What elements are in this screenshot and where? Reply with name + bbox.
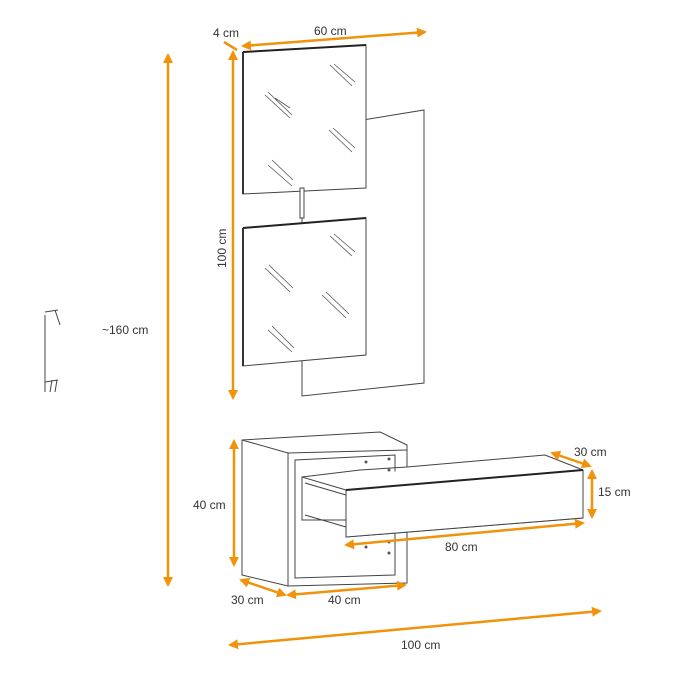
dimension-lines [163,27,602,650]
label-mirror-width: 60 cm [314,24,347,38]
label-drawer-height: 15 cm [598,485,631,499]
side-view-icon [44,309,61,393]
label-total-width: 100 cm [401,638,440,652]
mirror-bottom [242,217,367,367]
label-mirror-depth: 4 cm [213,26,239,40]
label-drawer-depth: 30 cm [574,445,607,459]
mirror-top [242,44,367,195]
label-total-height: ~160 cm [102,323,148,337]
label-drawer-width: 80 cm [445,540,478,554]
label-cabinet-height: 40 cm [193,498,226,512]
label-cabinet-depth: 30 cm [231,593,264,607]
label-cabinet-width: 40 cm [328,593,361,607]
mirror-connector [299,187,305,219]
label-mirror-height: 100 cm [215,229,229,268]
